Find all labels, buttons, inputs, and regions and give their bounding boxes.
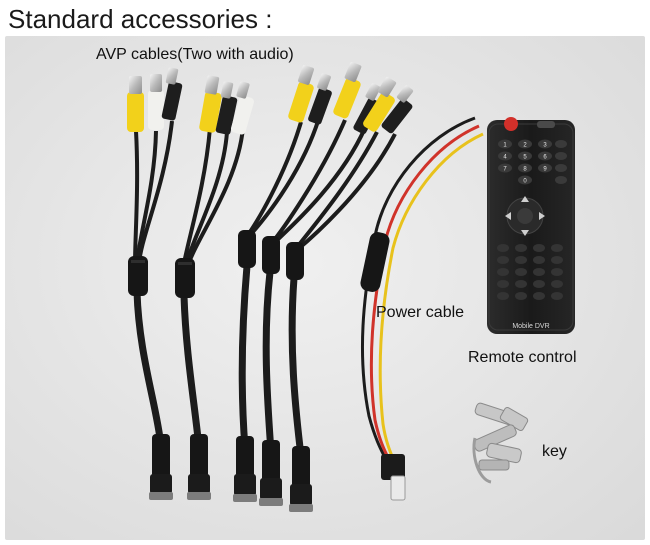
remote-function-key <box>533 244 545 252</box>
remote-key-7 <box>498 163 512 173</box>
remote-keypad: 1 2 3 4 5 6 7 8 9 0 <box>498 139 567 185</box>
remote-brand-label: Mobile DVR <box>512 323 549 330</box>
remote-function-key <box>497 280 509 288</box>
product-photo: 1 2 3 4 5 6 7 8 9 0 Mobile DVR <box>5 36 645 540</box>
remote-key-label: 6 <box>543 155 547 161</box>
key-caption: key <box>542 443 567 460</box>
remote-side-key <box>555 152 567 160</box>
remote-function-key <box>515 292 527 300</box>
remote-function-key <box>533 292 545 300</box>
remote-key-1 <box>498 139 512 149</box>
remote-control-caption: Remote control <box>468 349 577 366</box>
power-cable-caption: Power cable <box>376 304 465 321</box>
avp-cable-with-audio <box>175 75 254 500</box>
remote-function-key <box>551 292 563 300</box>
power-cable <box>360 116 484 501</box>
remote-key-label: 1 <box>503 143 507 149</box>
remote-key-0 <box>518 175 532 185</box>
keys <box>472 402 529 484</box>
remote-side-key <box>555 176 567 184</box>
avp-cable <box>286 76 414 512</box>
remote-function-key <box>497 256 509 264</box>
remote-side-key <box>555 140 567 148</box>
remote-function-key <box>551 280 563 288</box>
avp-cables-caption: AVP cables(Two with audio) <box>96 46 294 63</box>
remote-function-key <box>497 292 509 300</box>
power-icon <box>504 117 518 131</box>
remote-function-key <box>533 256 545 264</box>
remote-key-label: 7 <box>503 167 507 173</box>
remote-key-label: 8 <box>523 167 527 173</box>
remote-function-key <box>533 280 545 288</box>
remote-function-key <box>515 244 527 252</box>
remote-key-9 <box>538 163 552 173</box>
remote-function-key <box>515 256 527 264</box>
remote-function-key <box>497 268 509 276</box>
remote-control: 1 2 3 4 5 6 7 8 9 0 Mobile DVR <box>487 117 575 334</box>
remote-key-label: 0 <box>523 179 527 185</box>
remote-function-key <box>533 268 545 276</box>
remote-function-key <box>497 244 509 252</box>
remote-function-key <box>551 244 563 252</box>
remote-key-5 <box>518 151 532 161</box>
remote-key-3 <box>538 139 552 149</box>
page-heading: Standard accessories : <box>8 4 273 34</box>
remote-function-key <box>515 268 527 276</box>
rca-plug-white <box>148 90 164 130</box>
rca-plug-yellow <box>127 92 144 132</box>
remote-key-label: 5 <box>523 155 527 161</box>
avp-cable-with-audio <box>127 67 183 500</box>
remote-side-key <box>555 164 567 172</box>
remote-key-6 <box>538 151 552 161</box>
remote-key-2 <box>518 139 532 149</box>
remote-key-8 <box>518 163 532 173</box>
remote-function-key <box>551 256 563 264</box>
remote-key-4 <box>498 151 512 161</box>
avp-cable <box>233 65 332 502</box>
remote-function-key <box>551 268 563 276</box>
remote-key-label: 4 <box>503 155 507 161</box>
remote-function-key <box>515 280 527 288</box>
remote-key-label: 2 <box>523 143 527 149</box>
remote-key-label: 9 <box>543 167 547 173</box>
avp-cable <box>259 62 381 506</box>
remote-key-label: 3 <box>543 143 547 149</box>
